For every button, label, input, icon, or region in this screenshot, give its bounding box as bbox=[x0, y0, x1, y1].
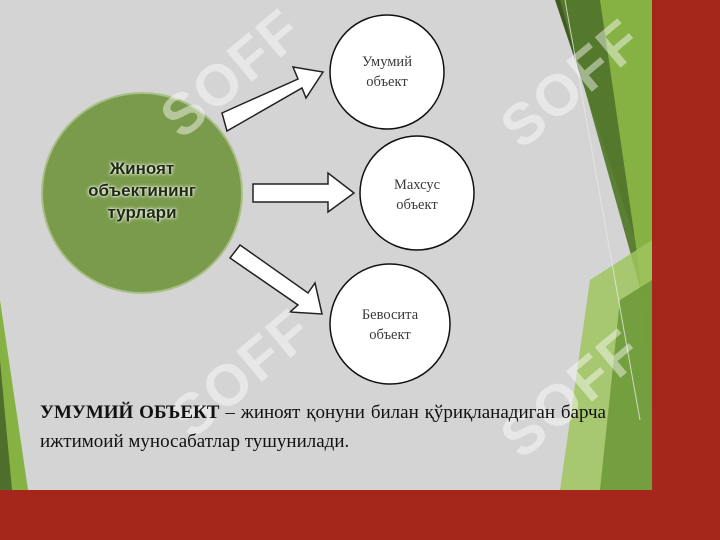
center-node-label: Жиноят объектининг турлари bbox=[52, 158, 232, 224]
definition-term: УМУМИЙ ОБЪЕКТ bbox=[40, 402, 220, 423]
node-circle-direct bbox=[329, 263, 451, 385]
decor-line bbox=[564, 0, 641, 421]
definition-text: УМУМИЙ ОБЪЕКТ – жиноят қонуни билан қўри… bbox=[40, 398, 606, 456]
right-lower-dark-shape bbox=[600, 280, 652, 490]
node-label-line: объект bbox=[366, 74, 408, 90]
node-label-line: объект bbox=[396, 197, 438, 213]
center-label-line: Жиноят bbox=[109, 159, 175, 178]
arrow-to-direct bbox=[228, 243, 323, 315]
arrow-to-general bbox=[221, 66, 325, 133]
center-label-line: объектининг bbox=[88, 181, 196, 200]
right-light-green-shape bbox=[600, 0, 652, 410]
node-label-special: Махсус объект bbox=[367, 175, 467, 215]
node-label-line: Умумий bbox=[362, 54, 412, 70]
node-circle-general bbox=[329, 14, 445, 130]
center-circle bbox=[41, 92, 243, 294]
arrow-to-special bbox=[252, 171, 356, 214]
node-label-direct: Бевосита объект bbox=[340, 305, 440, 345]
definition-body: – жиноят қонуни билан қўриқланадиган бар… bbox=[40, 402, 606, 452]
right-red-band bbox=[652, 0, 720, 490]
node-label-line: Бевосита bbox=[361, 307, 419, 323]
node-circle-special bbox=[359, 135, 475, 251]
center-label-line: турлари bbox=[107, 203, 177, 222]
node-label-general: Умумий объект bbox=[337, 52, 437, 92]
left-dark-green-shape bbox=[0, 360, 12, 490]
node-label-line: объект bbox=[369, 327, 411, 343]
bottom-red-band bbox=[0, 490, 720, 540]
node-label-line: Махсус bbox=[393, 177, 441, 193]
